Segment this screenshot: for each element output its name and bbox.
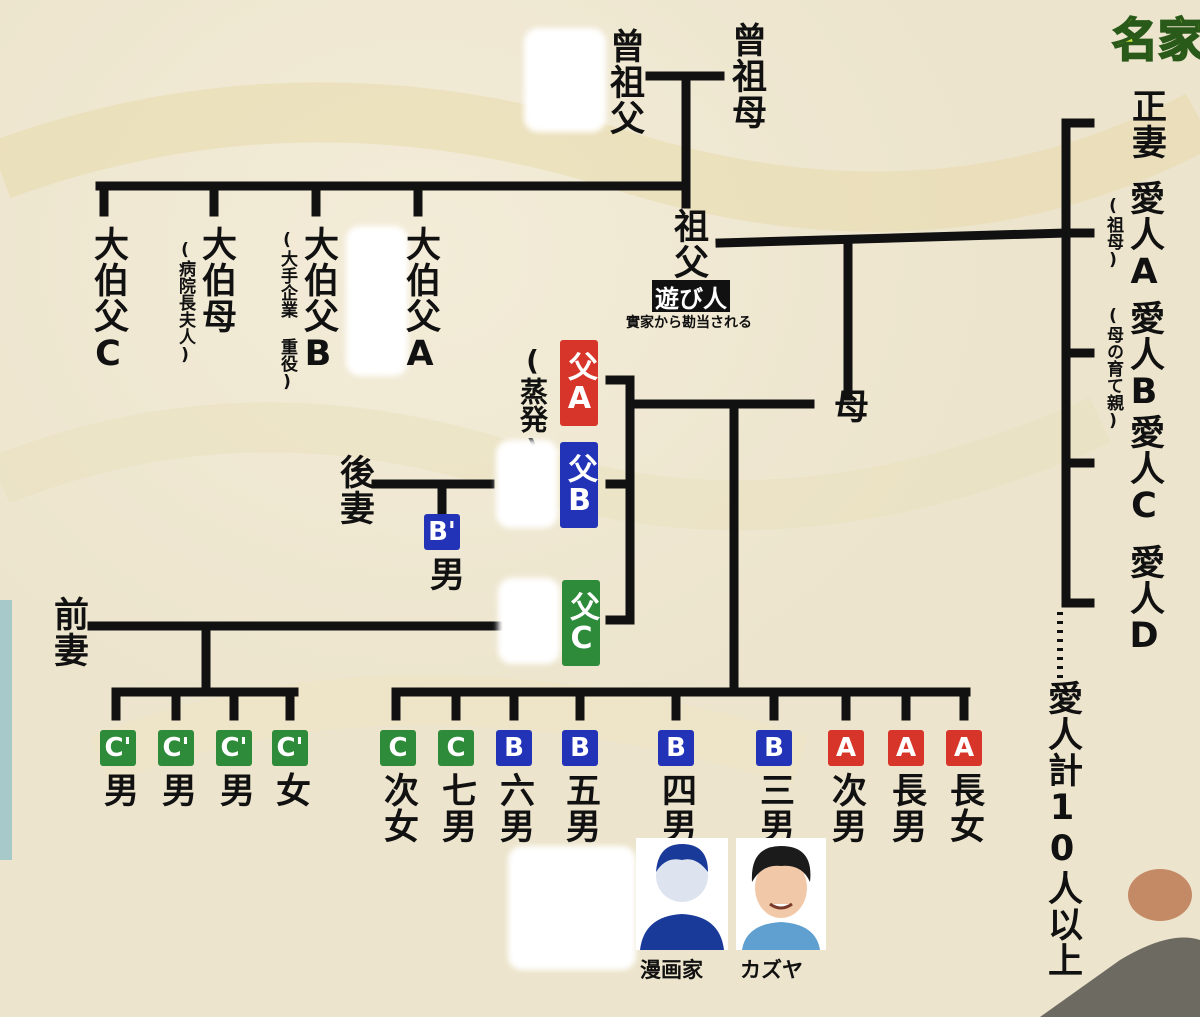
child-label: 長男 xyxy=(886,772,926,844)
c-prime-child-label: 男 xyxy=(98,772,138,808)
great-uncle-b-note: (大手企業 重役) xyxy=(277,230,297,392)
later-wife-label: 後妻 xyxy=(334,454,374,526)
child-label: 七男 xyxy=(436,772,476,844)
blurred-face xyxy=(346,226,408,376)
great-aunt-note: (病院長夫人) xyxy=(175,240,195,365)
mother-label: 母 xyxy=(828,388,868,424)
manga-artist-avatar xyxy=(636,838,728,950)
mistress-b-label: 愛人B xyxy=(1124,300,1164,413)
mistress-c-label: 愛人C xyxy=(1124,414,1164,527)
playboy-badge: 遊び人 xyxy=(652,280,730,313)
former-wife-label: 前妻 xyxy=(48,596,88,668)
father-a-badge: 父A xyxy=(560,340,598,426)
child-badge: A xyxy=(888,730,924,766)
child-badge: C xyxy=(380,730,416,766)
manga-artist-label: 漫画家 xyxy=(640,958,703,982)
mistress-a-label: 愛人A xyxy=(1124,180,1164,293)
child-label: 次女 xyxy=(378,772,418,844)
c-prime-child-label: 男 xyxy=(156,772,196,808)
blurred-face xyxy=(498,578,560,664)
mistress-b-note: (母の育て親) xyxy=(1103,306,1123,431)
mistress-total-label: 愛人計10人以上 xyxy=(1042,680,1082,978)
child-badge: B xyxy=(562,730,598,766)
c-prime-badge: C' xyxy=(158,730,194,766)
great-grandfather-label: 曾祖父 xyxy=(604,28,644,136)
c-prime-child-label: 男 xyxy=(214,772,254,808)
kazuya-label: カズヤ xyxy=(740,958,803,982)
mistress-d-label: 愛人D xyxy=(1124,544,1164,657)
mistress-a-note: (祖母) xyxy=(1103,196,1123,270)
father-c-badge: 父C xyxy=(562,580,600,666)
child-badge: A xyxy=(828,730,864,766)
great-grandmother-label: 曾祖母 xyxy=(726,22,766,130)
great-uncle-b-label: 大伯父B xyxy=(298,226,338,375)
c-prime-badge: C' xyxy=(100,730,136,766)
child-label: 長女 xyxy=(944,772,984,844)
c-prime-badge: C' xyxy=(216,730,252,766)
child-badge: C xyxy=(438,730,474,766)
b-prime-child-label: 男 xyxy=(424,556,464,592)
c-prime-badge: C' xyxy=(272,730,308,766)
c-prime-child-label: 女 xyxy=(270,772,310,808)
blurred-face xyxy=(508,846,636,970)
child-label: 六男 xyxy=(494,772,534,844)
father-b-badge: 父B xyxy=(560,442,598,528)
kazuya-avatar xyxy=(736,838,826,950)
disowned-note: 實家から勘当される xyxy=(626,315,752,331)
b-prime-badge: B' xyxy=(424,514,460,550)
child-label: 三男 xyxy=(754,772,794,844)
blurred-face xyxy=(496,440,558,528)
blurred-face xyxy=(524,28,606,132)
legal-wife-label: 正妻 xyxy=(1126,88,1166,160)
child-label: 五男 xyxy=(560,772,600,844)
show-logo: 名家 xyxy=(1111,12,1200,68)
child-label: 次男 xyxy=(826,772,866,844)
child-badge: B xyxy=(756,730,792,766)
great-aunt-label: 大伯母 xyxy=(196,226,236,334)
great-uncle-c-label: 大伯父C xyxy=(88,226,128,375)
child-label: 四男 xyxy=(656,772,696,844)
child-badge: A xyxy=(946,730,982,766)
grandfather-label: 祖父 xyxy=(668,208,708,280)
great-uncle-a-label: 大伯父A xyxy=(400,226,440,375)
child-badge: B xyxy=(496,730,532,766)
child-badge: B xyxy=(658,730,694,766)
